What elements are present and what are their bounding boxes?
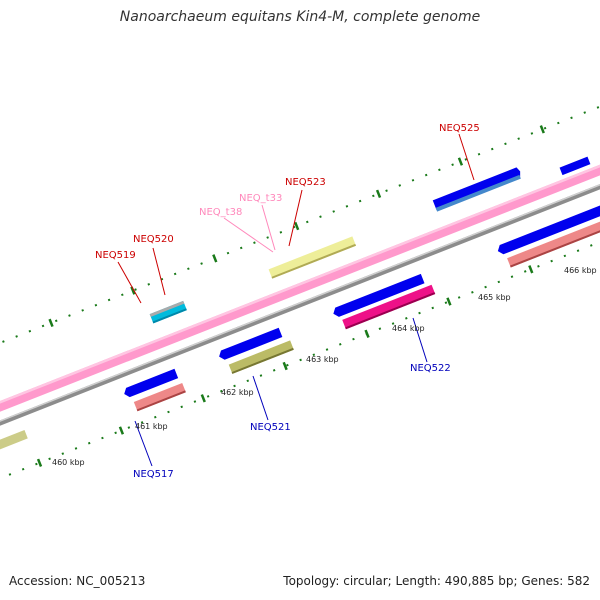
backbone-grey (0, 147, 600, 461)
gene-left-edge[interactable] (0, 430, 28, 481)
gene-neq521[interactable] (228, 340, 294, 374)
major-ticks-lower (36, 265, 534, 467)
label-neq520[interactable]: NEQ520 (133, 234, 174, 245)
label-neq522[interactable]: NEQ522 (410, 363, 451, 374)
accession-text: Accession: NC_005213 (9, 574, 146, 588)
tick-label-461: 461 kbp (135, 422, 168, 431)
backbone-pink-highlight (0, 131, 600, 442)
tick-label-460: 460 kbp (52, 458, 85, 467)
label-neq517[interactable]: NEQ517 (133, 469, 174, 480)
label-neq525[interactable]: NEQ525 (439, 123, 480, 134)
tick-label-465: 465 kbp (478, 293, 511, 302)
tick-label-464: 464 kbp (392, 324, 425, 333)
gene-neq520[interactable] (149, 300, 187, 324)
backbone-pink (0, 131, 600, 449)
gene-right-red[interactable] (507, 210, 600, 268)
label-neq-t38[interactable]: NEQ_t38 (199, 207, 242, 218)
gene-neq525[interactable] (432, 167, 523, 212)
gene-neq521-blue[interactable] (217, 327, 283, 361)
genome-stats-text: Topology: circular; Length: 490,885 bp; … (283, 574, 590, 588)
gene-neq523[interactable] (268, 236, 356, 279)
gene-labels: NEQ519 NEQ520 NEQ_t38 NEQ_t33 NEQ523 NEQ… (95, 123, 480, 480)
gene-neq517-blue[interactable] (122, 368, 179, 399)
gene-neq522-blue[interactable] (332, 273, 425, 318)
label-connectors (117, 133, 475, 467)
label-neq521[interactable]: NEQ521 (250, 422, 291, 433)
gene-neq522[interactable] (342, 284, 436, 330)
backbone-grey-highlight (0, 147, 600, 458)
map-title: Nanoarchaeum equitans Kin4-M, complete g… (119, 9, 481, 25)
label-neq519[interactable]: NEQ519 (95, 250, 136, 261)
label-neq-t33[interactable]: NEQ_t33 (239, 193, 282, 204)
tick-label-463: 463 kbp (306, 355, 339, 364)
tick-track-upper (0, 80, 600, 390)
tick-label-462: 462 kbp (221, 388, 254, 397)
gene-upper-right[interactable] (559, 156, 591, 176)
gene-neq517[interactable] (133, 382, 186, 412)
kbp-labels: 460 kbp 461 kbp 462 kbp 463 kbp 464 kbp … (52, 266, 597, 467)
label-neq523[interactable]: NEQ523 (285, 177, 326, 188)
major-ticks-upper (48, 125, 545, 328)
tick-label-466: 466 kbp (564, 266, 597, 275)
gene-right-blue[interactable] (496, 195, 600, 256)
